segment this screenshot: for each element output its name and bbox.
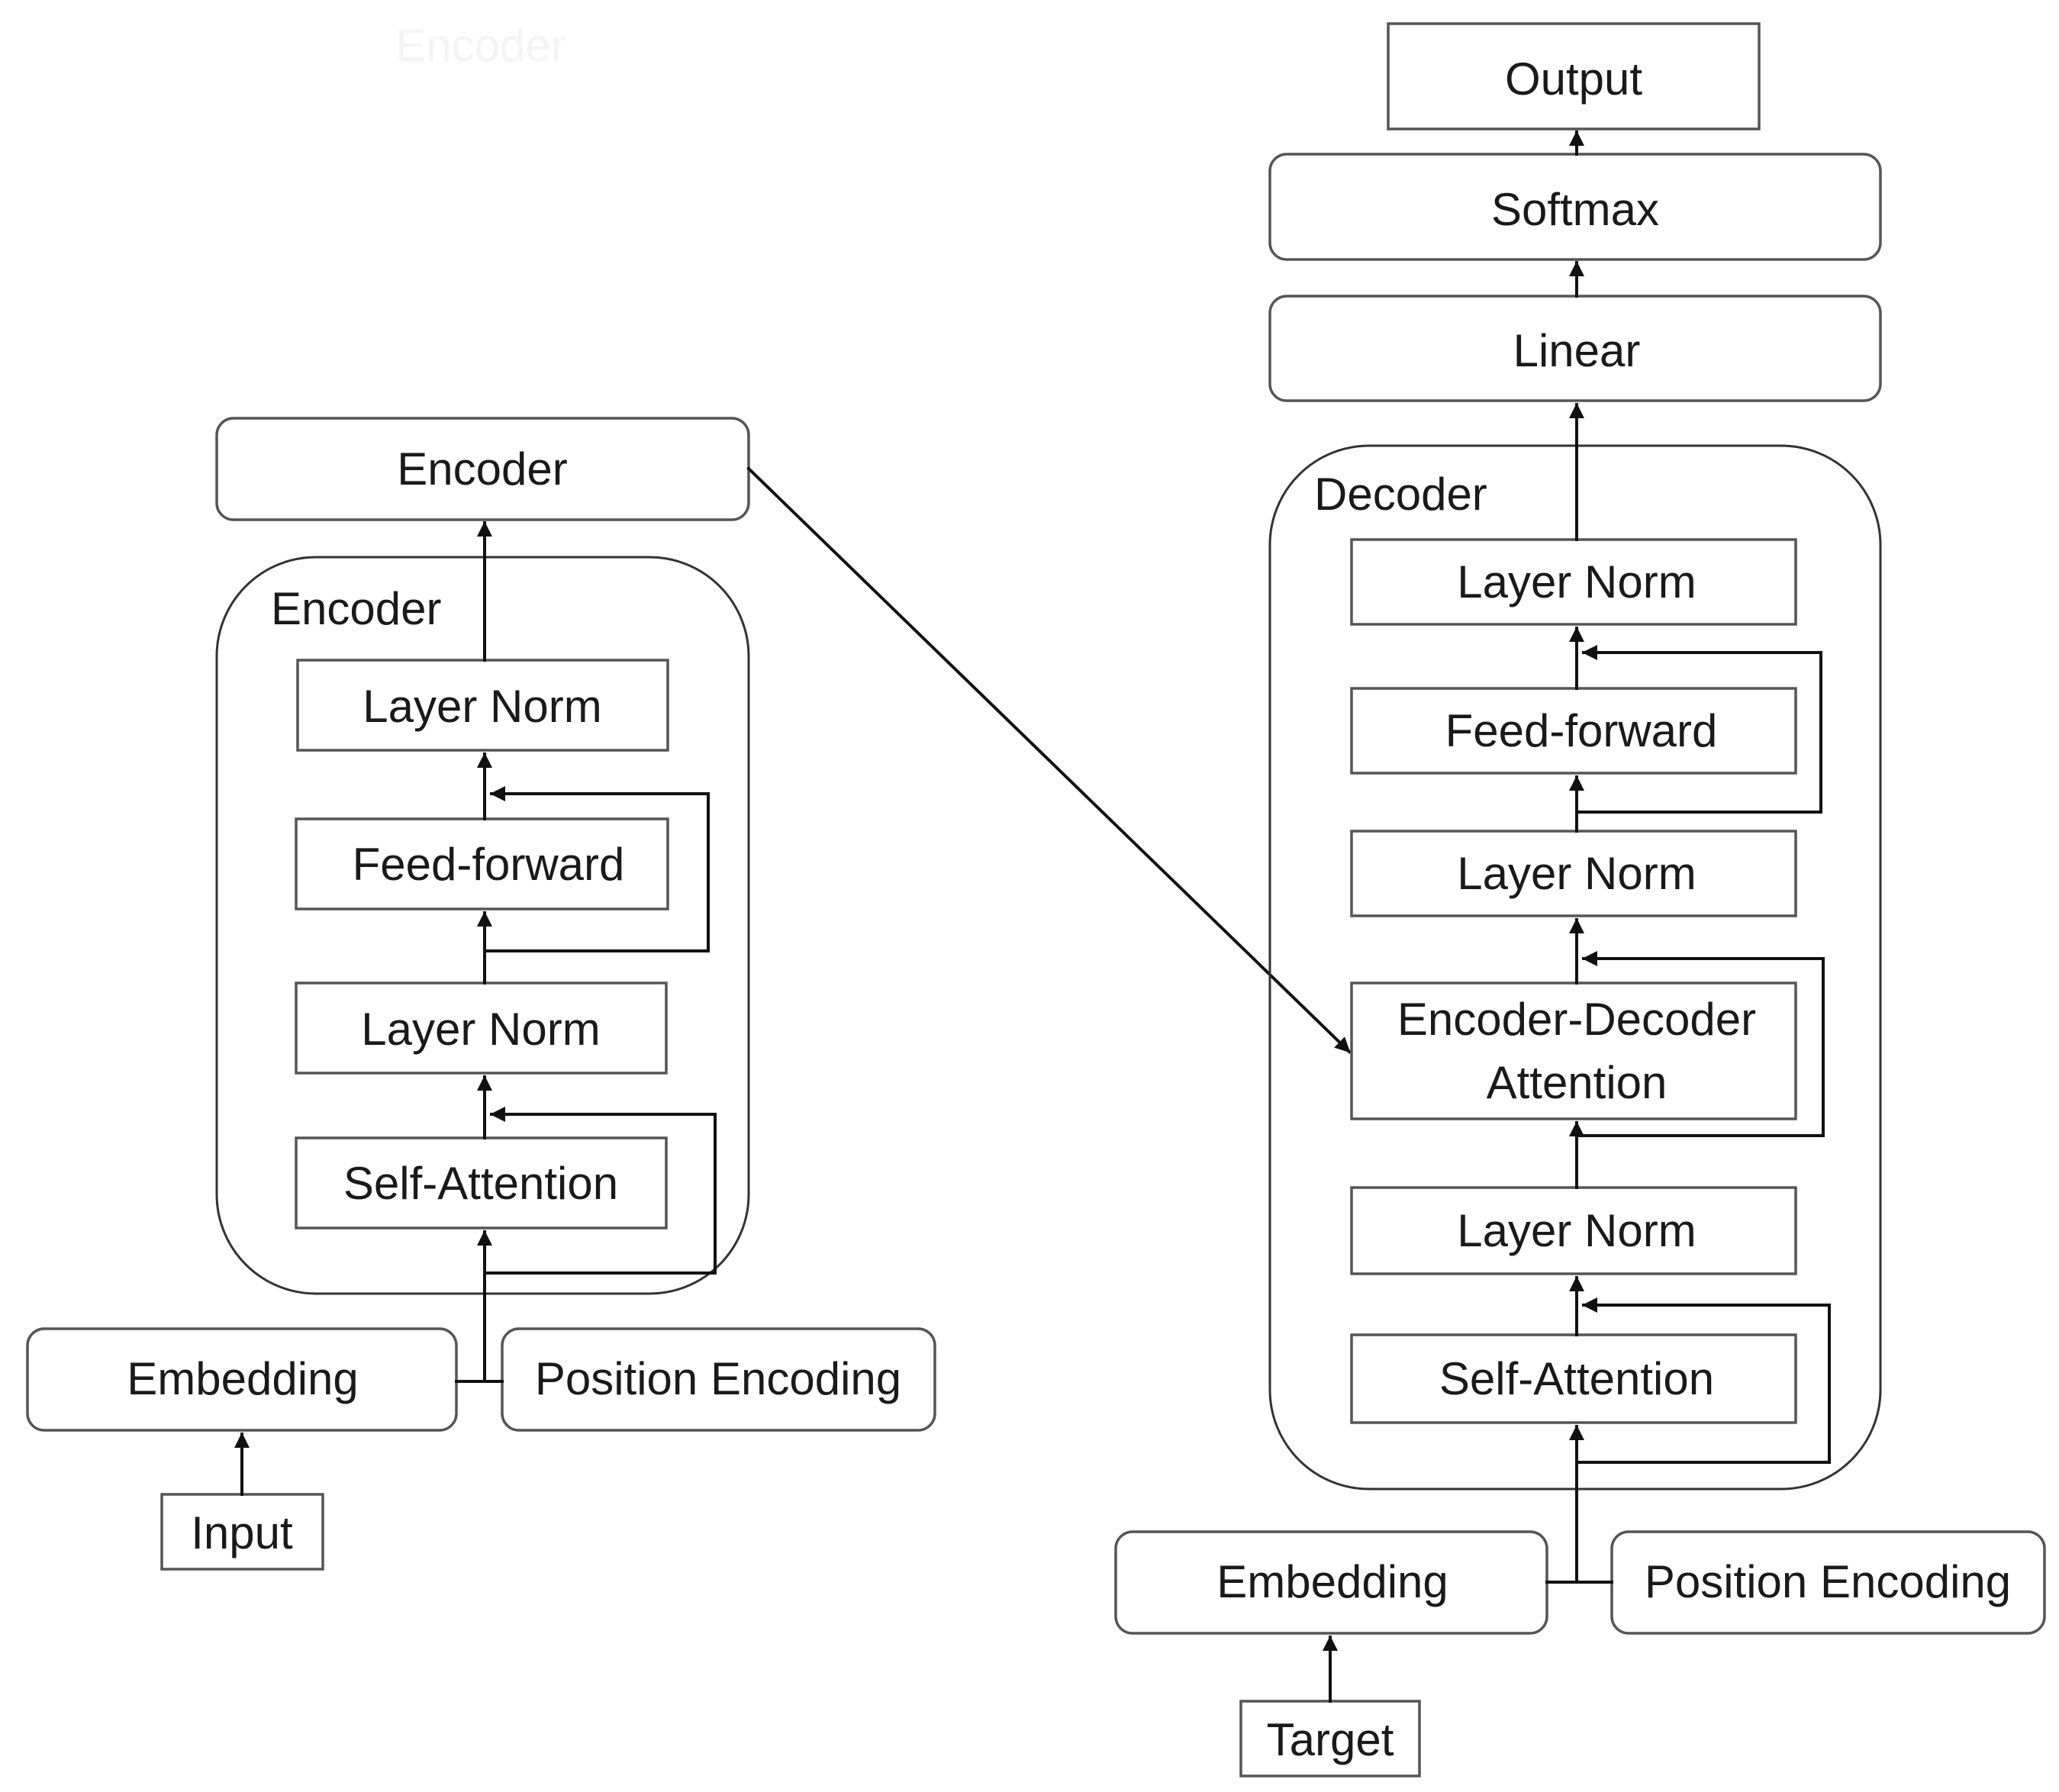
faded-encoder-label: Encoder <box>395 20 566 71</box>
encoder-to-decoder-arrow <box>746 466 1352 1054</box>
encoder-input <box>160 1493 324 1571</box>
encoder-position-encoding <box>501 1327 936 1432</box>
decoder-stack: Output Softmax Linear Decoder Layer Norm… <box>1114 22 2046 1777</box>
decoder-layer-norm-top <box>1350 538 1797 626</box>
dec-residual-sa <box>1575 1297 1831 1464</box>
decoder-position-encoding-label: Position Encoding <box>1645 1556 2011 1607</box>
decoder-linear-label: Linear <box>1513 325 1641 376</box>
enc-residual-sa <box>483 1107 717 1275</box>
decoder-self-attention-label: Self-Attention <box>1439 1353 1714 1404</box>
decoder-feed-forward <box>1350 687 1797 775</box>
decoder-layer-norm-low-label: Layer Norm <box>1457 1205 1696 1256</box>
encoder-layer-norm-top-label: Layer Norm <box>362 681 601 732</box>
decoder-enc-dec-attention <box>1350 981 1797 1120</box>
encoder-position-encoding-label: Position Encoding <box>535 1353 901 1404</box>
decoder-output <box>1387 22 1761 131</box>
decoder-embedding-label: Embedding <box>1216 1556 1448 1607</box>
encoder-feed-forward <box>295 817 669 911</box>
encoder-self-attention-label: Self-Attention <box>343 1158 618 1209</box>
decoder-layer-norm-mid <box>1350 830 1797 917</box>
encoder-self-attention <box>295 1136 668 1230</box>
decoder-target-label: Target <box>1267 1714 1394 1765</box>
enc-residual-ff <box>483 786 710 952</box>
encoder-embedding-label: Embedding <box>127 1353 359 1404</box>
encoder-container <box>215 556 750 1295</box>
decoder-container-label: Decoder <box>1314 469 1487 520</box>
decoder-layer-norm-top-label: Layer Norm <box>1457 556 1696 608</box>
decoder-enc-dec-attention-line1: Encoder-Decoder <box>1397 994 1756 1045</box>
decoder-self-attention <box>1350 1333 1797 1424</box>
encoder-container-label: Encoder <box>271 583 441 634</box>
encoder-output-label: Encoder <box>397 443 567 495</box>
encoder-stack: Encoder Encoder Layer Norm Feed-forward … <box>26 417 936 1571</box>
encoder-layer-norm-top <box>296 659 669 752</box>
encoder-feed-forward-label: Feed-forward <box>353 839 625 890</box>
decoder-enc-dec-attention-line2: Attention <box>1487 1057 1668 1108</box>
decoder-layer-norm-low <box>1350 1186 1797 1275</box>
decoder-output-label: Output <box>1505 53 1642 105</box>
dec-residual-ff <box>1575 645 1822 814</box>
encoder-embedding <box>26 1327 458 1432</box>
decoder-softmax-label: Softmax <box>1491 184 1659 235</box>
decoder-feed-forward-label: Feed-forward <box>1445 705 1718 756</box>
encoder-input-label: Input <box>191 1507 293 1558</box>
dec-residual-attn <box>1575 951 1825 1137</box>
encoder-layer-norm-mid <box>295 981 668 1075</box>
encoder-layer-norm-mid-label: Layer Norm <box>361 1004 600 1055</box>
decoder-layer-norm-mid-label: Layer Norm <box>1457 848 1696 899</box>
